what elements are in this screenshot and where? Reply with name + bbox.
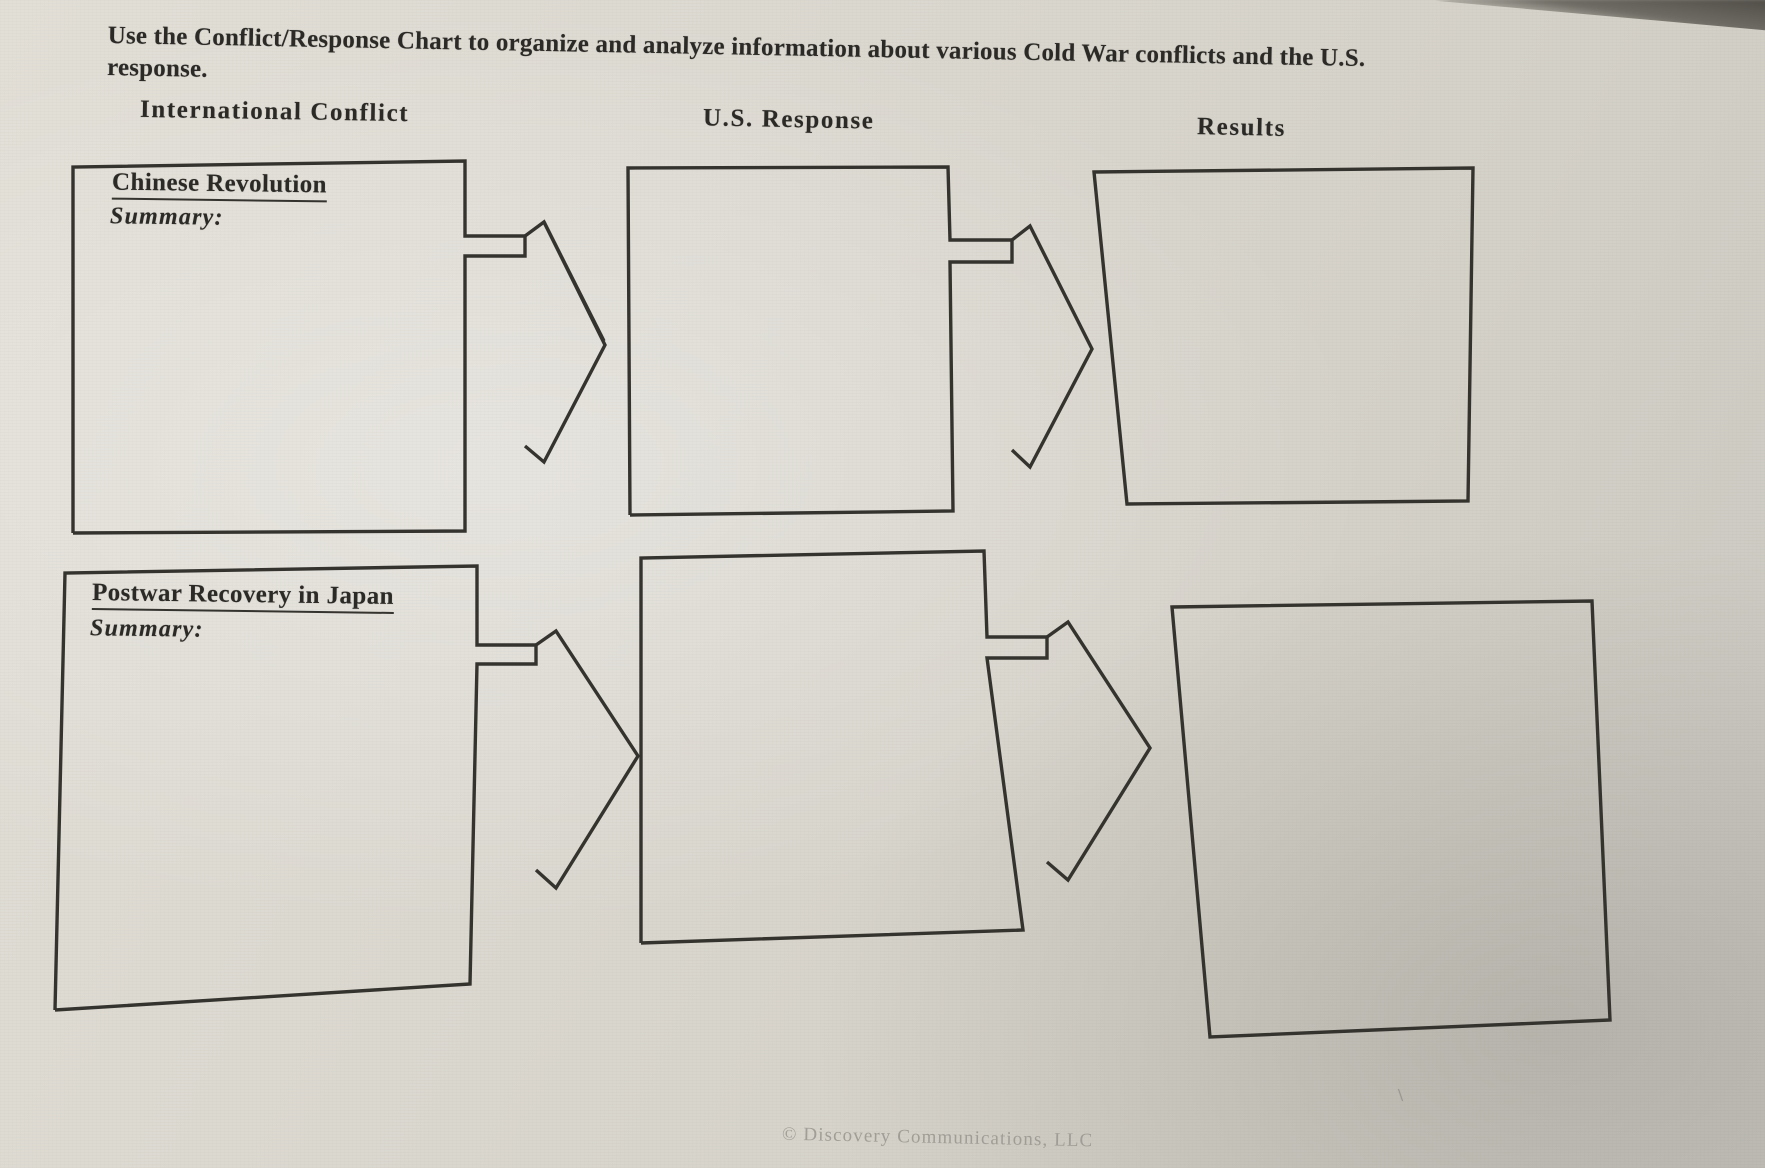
arrow-conflict-to-response-row1: [523, 219, 607, 465]
arrow-response-to-results-row2: [1045, 619, 1153, 883]
conflict-title-row1: Chinese Revolution: [111, 168, 328, 203]
summary-label-row1: Summary:: [109, 203, 224, 231]
results-box-row1[interactable]: [1092, 166, 1475, 506]
column-header-international-conflict: International Conflict: [139, 95, 410, 128]
response-box-row1[interactable]: [626, 165, 1014, 517]
response-box-row2[interactable]: [639, 549, 1049, 945]
arrow-response-to-results-row1: [1010, 223, 1094, 470]
arrow-conflict-to-response-row2: [534, 628, 641, 891]
arrow-head-row1-a: [542, 221, 606, 342]
stray-pencil-mark: \: [1398, 1085, 1404, 1105]
column-header-results: Results: [1196, 113, 1287, 142]
results-box-row2[interactable]: [1170, 599, 1612, 1039]
summary-label-row2: Summary:: [89, 615, 204, 643]
column-header-us-response: U.S. Response: [702, 104, 875, 135]
conflict-title-row2: Postwar Recovery in Japan: [91, 579, 395, 614]
